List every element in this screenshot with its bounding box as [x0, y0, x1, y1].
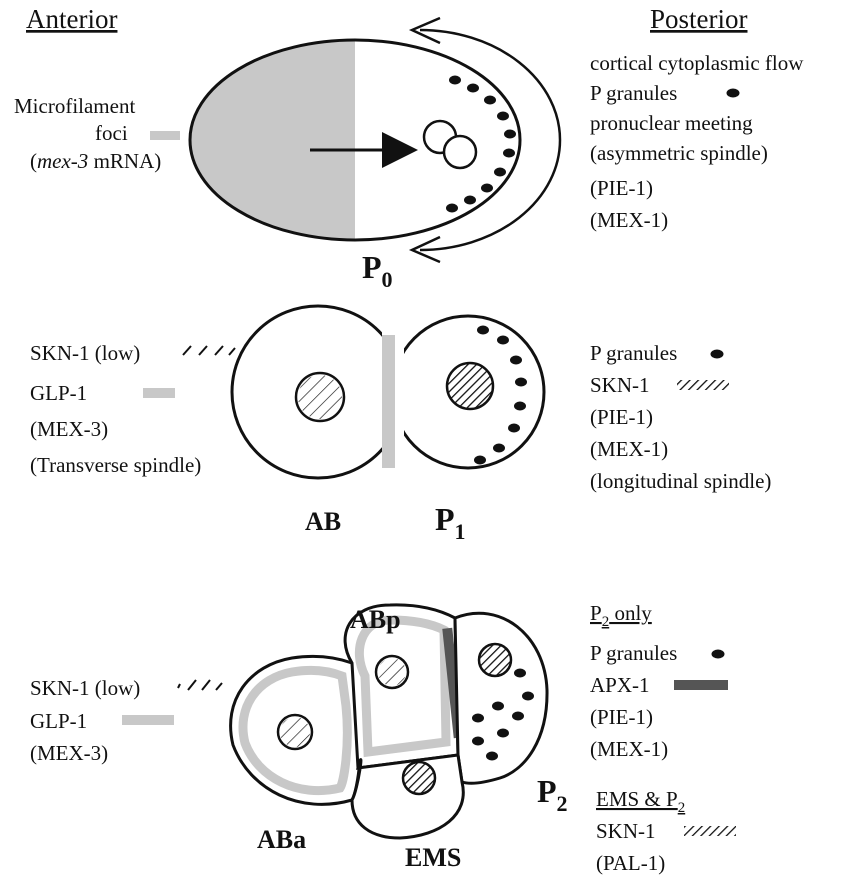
- mex3-mrna-label: (mex-3 mRNA): [30, 149, 161, 173]
- four-cell-glp1-label: GLP-1: [30, 709, 87, 733]
- p-granule-legend-icon-2: [711, 350, 724, 359]
- p2-pie1-label: (PIE-1): [590, 705, 653, 729]
- two-cell-embryo: [232, 306, 544, 478]
- p2-mex1-label: (MEX-1): [590, 737, 668, 761]
- cortical-flow-label: cortical cytoplasmic flow: [590, 51, 804, 75]
- four-cell-skn1-low-label: SKN-1 (low): [30, 676, 140, 700]
- skn1-low-legend-hatch: [183, 346, 235, 355]
- foci-label: foci: [95, 121, 128, 145]
- ems-skn1-label: SKN-1: [596, 819, 656, 843]
- p0-p-granules-label: P granules: [590, 81, 677, 105]
- p1-label: P1: [435, 501, 466, 544]
- microfilament-label: Microfilament: [14, 94, 135, 118]
- aba-nucleus-hatch: [280, 717, 310, 747]
- abp-label: ABp: [350, 605, 401, 634]
- p0-label: P0: [362, 249, 393, 292]
- abp-nucleus-hatch: [378, 658, 406, 686]
- asymmetric-spindle-label: (asymmetric spindle): [590, 141, 768, 165]
- p0-mex1-label: (MEX-1): [590, 208, 668, 232]
- ab-label: AB: [305, 507, 341, 536]
- p-granule-legend-icon: [727, 89, 740, 98]
- skn1-low-label: SKN-1 (low): [30, 341, 140, 365]
- p1-pie1-label: (PIE-1): [590, 405, 653, 429]
- glp1-label: GLP-1: [30, 381, 87, 405]
- ems-label: EMS: [405, 843, 461, 872]
- p0-zygote: [180, 18, 560, 262]
- p2-nucleus: [479, 644, 511, 676]
- apx1-label: APX-1: [590, 673, 650, 697]
- longitudinal-spindle-label: (longitudinal spindle): [590, 469, 771, 493]
- p-granule-legend-icon-3: [712, 650, 725, 659]
- pronuclear-meeting-label: pronuclear meeting: [590, 111, 753, 135]
- p2-p-granules-label: P granules: [590, 641, 677, 665]
- ems-nucleus: [403, 762, 435, 794]
- p1-mex1-label: (MEX-1): [590, 437, 668, 461]
- four-cell-skn1-low-hatch: [178, 680, 222, 690]
- p1-skn1-label: SKN-1: [590, 373, 650, 397]
- p2-cell: [455, 613, 547, 783]
- glp1-legend-swatch: [143, 388, 175, 398]
- p1-nucleus: [447, 363, 493, 409]
- glp1-membrane-band: [382, 335, 395, 468]
- skn1-legend-hatch: [677, 380, 729, 390]
- p0-pie1-label: (PIE-1): [590, 176, 653, 200]
- microfilament-legend-swatch: [150, 131, 180, 140]
- anterior-header: Anterior: [26, 4, 117, 34]
- apx1-legend-swatch: [674, 680, 728, 690]
- p2-only-header: P2 only: [590, 601, 652, 630]
- four-cell-embryo: [231, 605, 547, 838]
- ems-skn1-legend-hatch: [684, 826, 736, 836]
- pal1-label: (PAL-1): [596, 851, 665, 875]
- mex3-label: (MEX-3): [30, 417, 108, 441]
- ems-p2-header: EMS & P2: [596, 787, 685, 816]
- posterior-header: Posterior: [650, 4, 748, 34]
- four-cell-glp1-swatch: [122, 715, 174, 725]
- ab-nucleus-hatch: [298, 375, 342, 419]
- p2-label: P2: [537, 773, 568, 816]
- four-cell-mex3-label: (MEX-3): [30, 741, 108, 765]
- aba-label: ABa: [257, 825, 306, 854]
- transverse-spindle-label: (Transverse spindle): [30, 453, 201, 477]
- pronucleus-2: [444, 136, 476, 168]
- p1-p-granules-label: P granules: [590, 341, 677, 365]
